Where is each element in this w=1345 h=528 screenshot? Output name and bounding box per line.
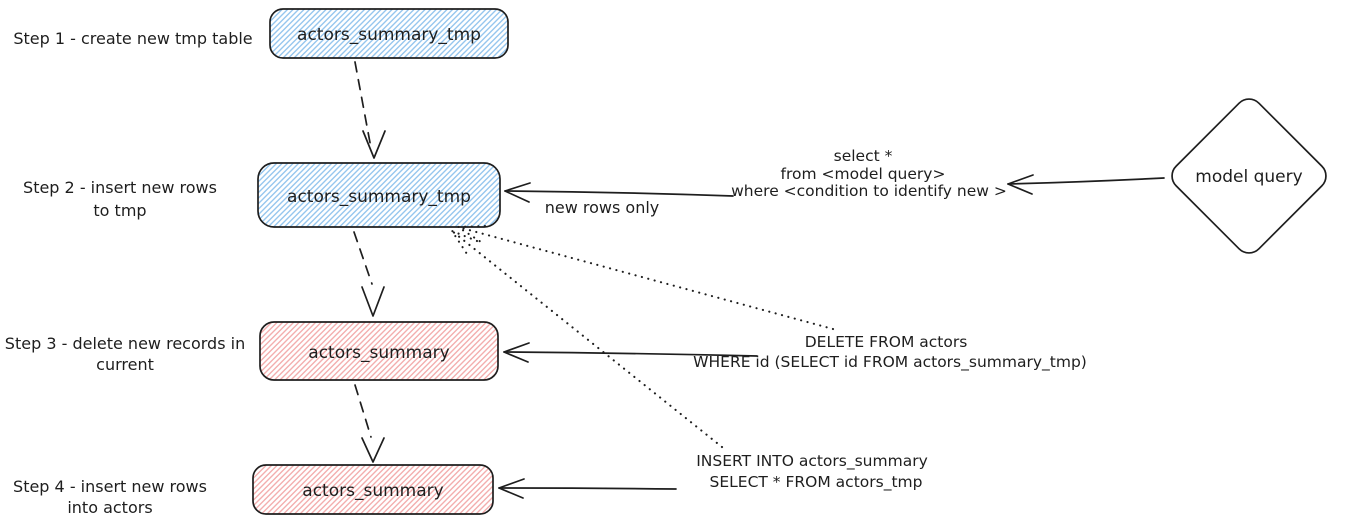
step-labels: Step 1 - create new tmp table Step 2 - i… — [5, 29, 253, 517]
step4-node-label: actors_summary — [302, 481, 443, 501]
table-nodes: actors_summary_tmp actors_summary_tmp ac… — [252, 8, 509, 515]
modelquery-sql-line3: where <condition to identify new > — [731, 182, 1007, 200]
arrow-step2-to-step3 — [353, 231, 385, 317]
arrowhead-icon — [456, 224, 487, 244]
model-query-diamond — [1171, 98, 1327, 254]
arrowhead-left-icon — [504, 182, 531, 203]
arrowhead-down-icon — [362, 130, 386, 159]
step2-label-line1: Step 2 - insert new rows — [23, 178, 217, 197]
step3-label-line2: current — [96, 355, 154, 374]
arrow-shaft — [504, 190, 734, 197]
arrowhead-down-icon — [361, 286, 385, 317]
arrowhead-left-icon — [498, 478, 525, 499]
arrow-step1-to-step2 — [354, 61, 386, 159]
step1-label: Step 1 - create new tmp table — [13, 29, 252, 48]
arrowhead-left-icon — [1007, 174, 1034, 195]
delete-sql-line1: DELETE FROM actors — [805, 333, 968, 351]
arrow-step3-to-step4 — [354, 384, 385, 463]
step1-node-box — [269, 8, 509, 59]
modelquery-sql-line1: select * — [834, 147, 893, 165]
arrow-shaft — [456, 225, 835, 331]
model-query-label: model query — [1195, 167, 1302, 187]
arrow-deletesql-to-step3 — [503, 342, 758, 363]
arrow-newrows-to-step2 — [504, 182, 734, 203]
dotted-arrow-deletesql-to-step2 — [456, 224, 835, 331]
step3-label-line1: Step 3 - delete new records in — [5, 334, 245, 353]
arrow-modelquery-to-sql — [1007, 174, 1165, 195]
arrowhead-icon — [450, 229, 479, 256]
delete-sql-line2: WHERE id (SELECT id FROM actors_summary_… — [693, 353, 1087, 372]
step2-node-label: actors_summary_tmp — [287, 187, 471, 207]
dotted-arrow-insertsql-to-step2 — [450, 229, 724, 449]
step1-node-label: actors_summary_tmp — [297, 25, 481, 45]
arrowhead-down-icon — [361, 437, 385, 463]
arrow-shaft — [354, 384, 372, 438]
model-query-node: model query — [1171, 98, 1327, 254]
arrow-shaft — [498, 487, 677, 490]
arrowhead-left-icon — [503, 342, 530, 363]
step3-node-box — [259, 321, 499, 381]
arrow-shaft — [503, 351, 758, 357]
arrow-shaft — [354, 61, 372, 149]
step3-node-label: actors_summary — [308, 343, 449, 363]
step4-label-line2: into actors — [67, 498, 152, 517]
step2-label-line2: to tmp — [93, 201, 146, 220]
new-rows-only-label: new rows only — [545, 198, 660, 217]
arrow-shaft — [1007, 177, 1165, 185]
sql-annotations: select * from <model query> where <condi… — [545, 147, 1087, 492]
insert-sql-line2: SELECT * FROM actors_tmp — [710, 473, 923, 492]
arrow-insertsql-to-step4 — [498, 478, 677, 499]
step4-node-box — [252, 464, 494, 515]
step2-node-box — [257, 162, 501, 228]
modelquery-sql-line2: from <model query> — [781, 165, 946, 183]
arrow-shaft — [353, 231, 373, 285]
step4-label-line1: Step 4 - insert new rows — [13, 477, 207, 496]
insert-sql-line1: INSERT INTO actors_summary — [696, 452, 928, 471]
